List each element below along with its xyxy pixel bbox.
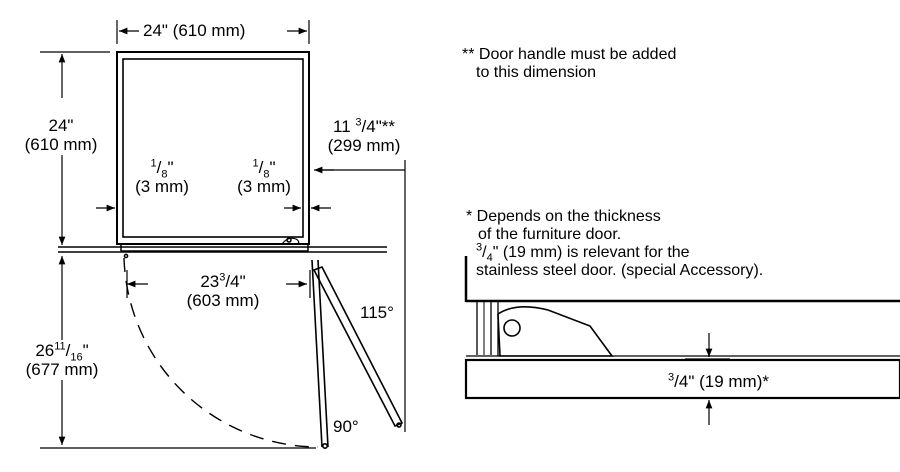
door-swing-den: 16 — [70, 351, 83, 364]
angle-115-label: 115° — [360, 303, 394, 322]
right-depth-suffix: "** — [375, 117, 395, 136]
door-thickness-num: 3 — [668, 371, 675, 384]
gap-right-num: 1 — [252, 157, 259, 170]
gap-left-suffix: " — [167, 158, 174, 177]
steel-note-num: 3 — [476, 241, 483, 254]
right-depth-whole: 11 — [333, 117, 351, 136]
inner-width-label: 233/4" (603 mm) — [168, 272, 278, 310]
swing-arc — [123, 257, 319, 448]
door-thickness-suffix: " (19 mm)* — [688, 372, 769, 391]
handle-note-line1: ** Door handle must be added — [462, 46, 677, 63]
inner-width-mm: (603 mm) — [186, 291, 260, 310]
inner-width-den: 4 — [230, 272, 240, 291]
detail-thickness-dimension — [685, 333, 730, 425]
steel-note-den: 4 — [486, 252, 493, 265]
gap-left-mm: (3 mm) — [135, 177, 189, 196]
door-swing-label: 2611/16" (677 mm) — [14, 341, 110, 379]
door-swing-num: 11 — [54, 340, 66, 353]
left-depth-label: 24" (610 mm) — [16, 116, 106, 154]
gap-right-den: 8 — [263, 168, 270, 181]
gap-right-mm: (3 mm) — [237, 177, 291, 196]
closed-door — [120, 237, 309, 259]
door-thickness-label: 3/4" (19 mm)* — [668, 371, 769, 391]
right-depth-mm: (299 mm) — [327, 136, 401, 155]
steel-note-rest: " (19 mm) is relevant for the — [492, 244, 690, 261]
open-door — [311, 259, 404, 449]
gap-right-suffix: " — [269, 158, 276, 177]
angle-90-label: 90° — [333, 417, 359, 436]
inner-width-suffix: " — [239, 272, 246, 291]
gap-right-label: 1/8" (3 mm) — [226, 158, 302, 196]
inner-width-whole: 23 — [200, 272, 220, 291]
inner-width-num: 3 — [219, 271, 226, 284]
right-depth-num: 3 — [355, 116, 362, 129]
top-width-label: 24" (610 mm) — [143, 21, 246, 40]
counter-line — [58, 246, 387, 253]
furniture-note: * Depends on the thickness of the furnit… — [466, 208, 763, 280]
handle-note-line2: to this dimension — [476, 64, 597, 81]
gap-left-den: 8 — [161, 168, 168, 181]
hinge-detail — [464, 256, 900, 400]
steel-note-line2: stainless steel door. (special Accessory… — [476, 262, 764, 279]
appliance-outline — [116, 51, 310, 245]
furniture-note-line2: of the furniture door. — [478, 226, 622, 243]
dimension-lines — [40, 20, 406, 449]
right-depth-den: 4 — [366, 117, 376, 136]
gap-left-num: 1 — [150, 157, 157, 170]
furniture-note-line1: * Depends on the thickness — [466, 208, 661, 225]
left-depth-mm: (610 mm) — [24, 135, 98, 154]
door-thickness-den: 4 — [678, 372, 689, 391]
right-depth-label: 11 3/4"** (299 mm) — [316, 117, 412, 155]
handle-note: ** Door handle must be added to this dim… — [462, 46, 676, 82]
door-swing-suffix: " — [82, 341, 89, 360]
door-swing-whole: 26 — [35, 341, 55, 360]
steel-note-line1: 3/4" (19 mm) is relevant for the — [476, 241, 690, 265]
door-swing-mm: (677 mm) — [25, 360, 99, 379]
gap-left-label: 1/8" (3 mm) — [124, 158, 200, 196]
left-depth-inches: 24" — [48, 116, 74, 135]
